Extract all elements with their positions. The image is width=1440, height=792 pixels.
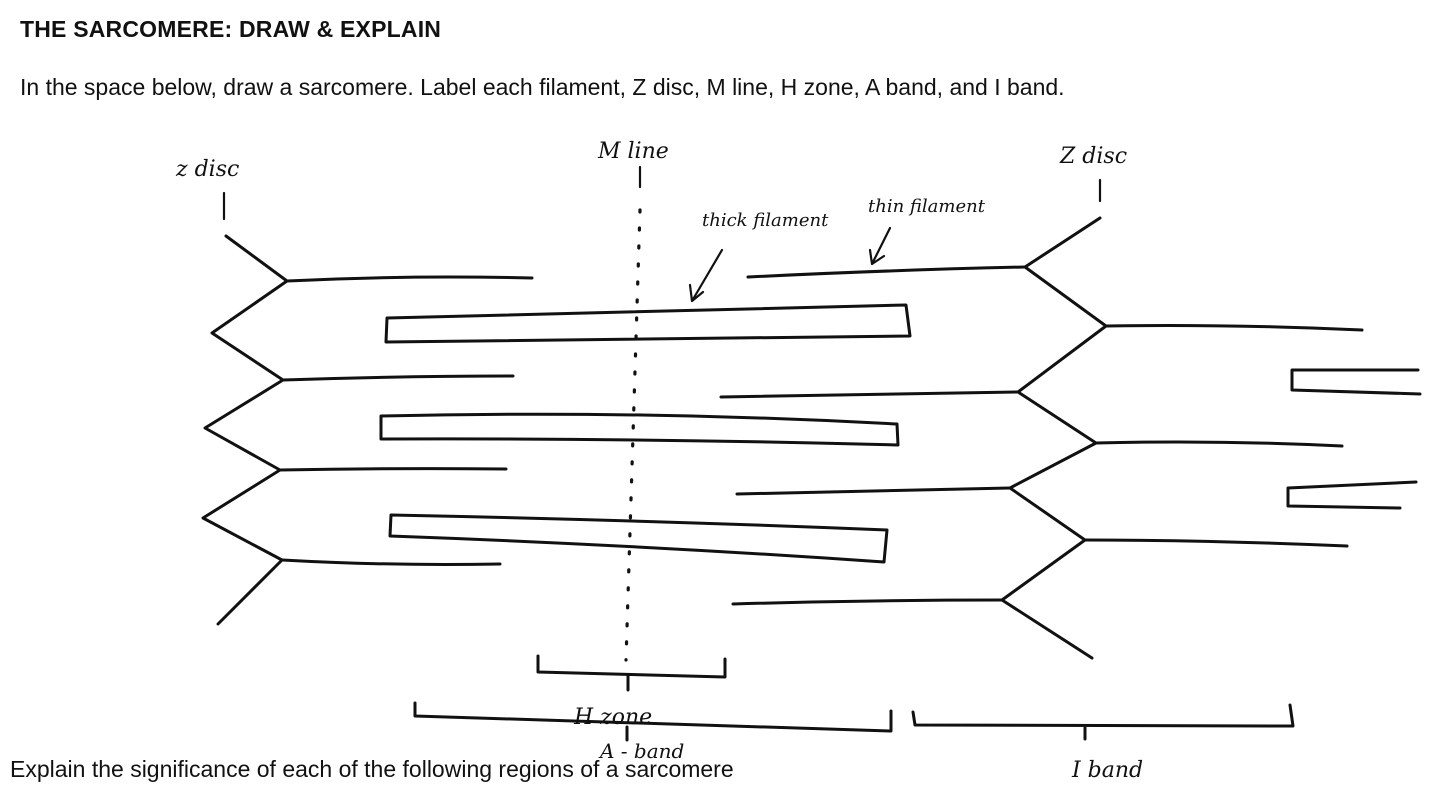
thin-filament-right-4	[731, 598, 1004, 606]
thin-filament-outer-3	[1083, 538, 1349, 548]
thick-filament-partial-2	[1286, 480, 1418, 510]
worksheet-question: Explain the significance of each of the …	[10, 756, 734, 782]
thin-filament-left-4	[280, 558, 502, 566]
label-z-disc-left: z disc	[175, 157, 239, 182]
thick-filament-arrow	[688, 248, 724, 303]
h-zone-bracket	[536, 654, 727, 692]
label-thick-filament: thick filament	[702, 210, 829, 231]
worksheet-title: THE SARCOMERE: DRAW & EXPLAIN	[20, 16, 442, 42]
z-disc-left-zigzag	[201, 234, 289, 626]
thick-filament-2	[379, 412, 900, 447]
i-band-bracket	[911, 703, 1295, 741]
label-thin-filament: thin filament	[868, 196, 986, 217]
label-i-band: I band	[1071, 758, 1143, 783]
thin-filament-left-1	[285, 275, 534, 283]
label-z-disc-right: Z disc	[1059, 144, 1127, 169]
thin-filament-left-3	[278, 467, 508, 472]
z-disc-right-zigzag	[1000, 216, 1108, 660]
thick-filament-partial-1	[1290, 368, 1422, 396]
thin-filament-outer-2	[1094, 440, 1344, 448]
thin-filament-right-2	[719, 390, 1020, 399]
thin-filament-left-2	[281, 374, 515, 382]
label-h-zone: H zone	[573, 705, 652, 730]
thin-filament-right-1	[746, 265, 1027, 279]
label-a-band: A - band	[598, 739, 684, 763]
a-band-bracket	[413, 701, 893, 742]
thin-filament-arrow	[868, 226, 892, 266]
m-line-dotted	[624, 208, 642, 662]
thick-filament-3	[388, 513, 889, 564]
thick-filament-1	[384, 303, 912, 344]
worksheet-instructions: In the space below, draw a sarcomere. La…	[20, 74, 1065, 100]
label-m-line: M line	[597, 139, 669, 164]
thin-filament-right-3	[735, 486, 1012, 496]
thin-filament-outer-1	[1104, 324, 1364, 332]
